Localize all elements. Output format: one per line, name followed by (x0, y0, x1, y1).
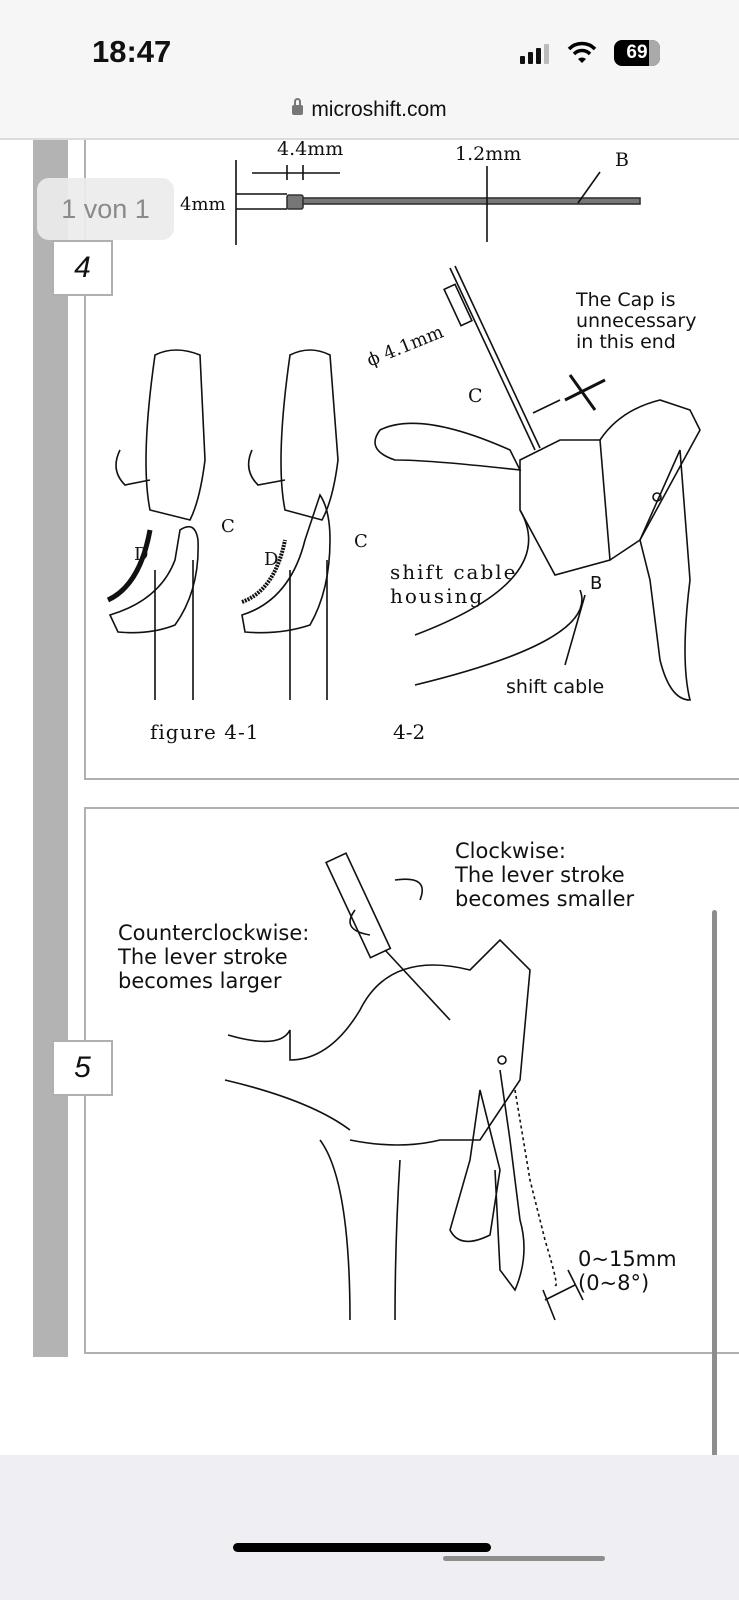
address-bar[interactable]: microshift.com (0, 98, 739, 122)
label-d-fig1: D (134, 544, 149, 565)
label-c-fig1: C (221, 516, 235, 537)
figure-4-2-caption: 4-2 (393, 720, 426, 744)
step-5-number: 5 (52, 1040, 113, 1096)
label-b-top: B (615, 149, 629, 171)
stroke-range-note: 0~15mm (0~8°) (578, 1247, 677, 1295)
figure-4-1-lever-right (241, 349, 339, 700)
dim-4-4mm: 4.4mm (277, 138, 344, 160)
page-indicator: 1 von 1 (37, 178, 174, 240)
label-b: B (590, 573, 603, 594)
figure-4-2-shifter (374, 265, 701, 701)
figure-4-1-lever-left (106, 349, 206, 700)
label-c-fig2: C (354, 531, 368, 552)
vertical-scrollbar[interactable] (712, 910, 717, 1475)
horizontal-scrollbar[interactable] (443, 1556, 605, 1561)
clockwise-note: Clockwise: The lever stroke becomes smal… (455, 839, 635, 911)
battery-indicator: 69 (614, 40, 660, 66)
browser-bottom-area (0, 1455, 739, 1600)
label-d-fig2: D (264, 549, 279, 570)
cap-note: The Cap is unnecessary in this end (576, 289, 697, 353)
url-text: microshift.com (311, 98, 447, 121)
illustrations (106, 160, 701, 1321)
housing-label: shift cable housing (390, 560, 518, 608)
status-bar: 18:47 69 microshift.com (0, 0, 739, 140)
dim-1-2mm: 1.2mm (455, 143, 522, 165)
figure-4-1-caption: figure 4-1 (150, 720, 260, 744)
cellular-signal-icon (520, 44, 549, 64)
label-c-cable: C (468, 385, 483, 407)
lock-icon (292, 98, 304, 115)
step-4-number: 4 (52, 240, 113, 296)
figure-5-lever-adjust (224, 852, 584, 1321)
wifi-icon (567, 40, 597, 70)
clock: 18:47 (92, 34, 172, 69)
home-indicator[interactable] (233, 1543, 491, 1552)
shift-cable-label: shift cable (506, 676, 605, 698)
pdf-page: 4 5 (0, 130, 739, 1455)
page-side-rail (33, 140, 68, 1357)
cable-end-diagram (235, 160, 641, 245)
counterclockwise-note: Counterclockwise: The lever stroke becom… (118, 921, 310, 993)
dim-4mm: 4mm (180, 194, 226, 215)
